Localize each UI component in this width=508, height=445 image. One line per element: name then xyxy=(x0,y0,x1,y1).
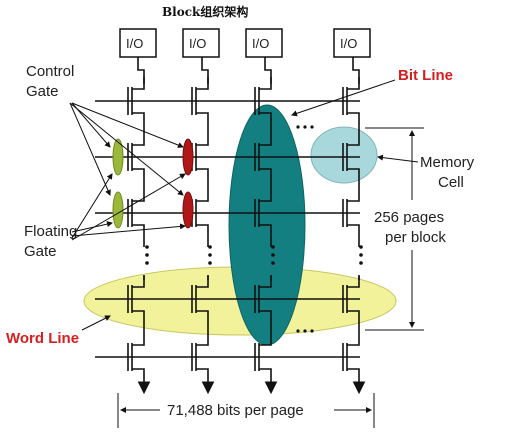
cell-drain xyxy=(132,189,145,202)
io-label: I/O xyxy=(189,36,206,51)
word-line-label: Word Line xyxy=(6,330,79,347)
cell-source xyxy=(347,224,360,235)
control-gate-marker xyxy=(112,138,124,176)
bit-line-wire xyxy=(264,57,272,84)
io-label: I/O xyxy=(126,36,143,51)
cell-drain xyxy=(132,333,145,346)
floating-gate-marker xyxy=(182,191,194,229)
word-lines xyxy=(95,100,360,358)
bit-line-wire xyxy=(201,57,209,84)
cell-drain xyxy=(196,133,209,146)
memory-cell-label: Memory xyxy=(420,154,475,171)
control-gate-label: Gate xyxy=(26,83,59,100)
cell-source xyxy=(259,310,272,321)
diagram-title: Block组织架构 xyxy=(162,4,248,19)
cell-source xyxy=(132,310,145,321)
control-gate-marker xyxy=(112,191,124,229)
pointer-lines xyxy=(69,79,419,331)
cell-source xyxy=(259,168,272,179)
cell-drain xyxy=(347,333,360,346)
bit-line-wire xyxy=(352,57,360,84)
cell-source xyxy=(347,168,360,179)
cell-source xyxy=(132,168,145,179)
cell-drain xyxy=(259,77,272,90)
pages-per-block-label: 256 pages xyxy=(374,209,444,226)
bit-line-wire xyxy=(137,57,145,84)
cell-drain xyxy=(132,133,145,146)
io-label: I/O xyxy=(340,36,357,51)
cell-source xyxy=(132,224,145,235)
io-box xyxy=(333,28,371,58)
cell-source xyxy=(196,112,209,123)
floating-gate-label: Gate xyxy=(24,243,57,260)
cell-source xyxy=(347,368,360,379)
cell-source xyxy=(259,224,272,235)
cell-source xyxy=(132,368,145,379)
cell-source xyxy=(132,112,145,123)
cell-source xyxy=(259,368,272,379)
bit-line-label: Bit Line xyxy=(398,67,453,84)
cell-drain xyxy=(196,333,209,346)
cell-drain xyxy=(196,189,209,202)
floating-gate-marker xyxy=(182,138,194,176)
cell-drain xyxy=(347,77,360,90)
cell-source xyxy=(347,112,360,123)
cell-drain xyxy=(259,133,272,146)
cell-drain xyxy=(259,333,272,346)
memory-cell-label: Cell xyxy=(438,174,464,191)
io-box xyxy=(245,28,283,58)
cell-source xyxy=(347,310,360,321)
transistor-columns xyxy=(127,57,366,395)
io-box xyxy=(182,28,220,58)
cell-drain xyxy=(132,77,145,90)
floating-gate-label: Floating xyxy=(24,223,77,240)
pages-per-block-label: per block xyxy=(385,229,446,246)
ellipsis-dots xyxy=(145,125,363,333)
bits-dimension xyxy=(117,393,375,428)
control-gate-label: Control xyxy=(26,63,74,80)
io-boxes: I/O I/O I/O I/O xyxy=(119,28,371,58)
cell-source xyxy=(259,112,272,123)
cell-source xyxy=(196,310,209,321)
cell-drain xyxy=(196,77,209,90)
cell-source xyxy=(196,224,209,235)
pages-dimension xyxy=(365,127,424,331)
cell-source xyxy=(196,168,209,179)
bits-per-page-label: 71,488 bits per page xyxy=(167,402,304,419)
cell-source xyxy=(196,368,209,379)
memory-cell-highlight xyxy=(310,126,378,184)
io-label: I/O xyxy=(252,36,269,51)
cell-drain xyxy=(259,189,272,202)
cell-drain xyxy=(347,189,360,202)
cell-drain xyxy=(347,133,360,146)
